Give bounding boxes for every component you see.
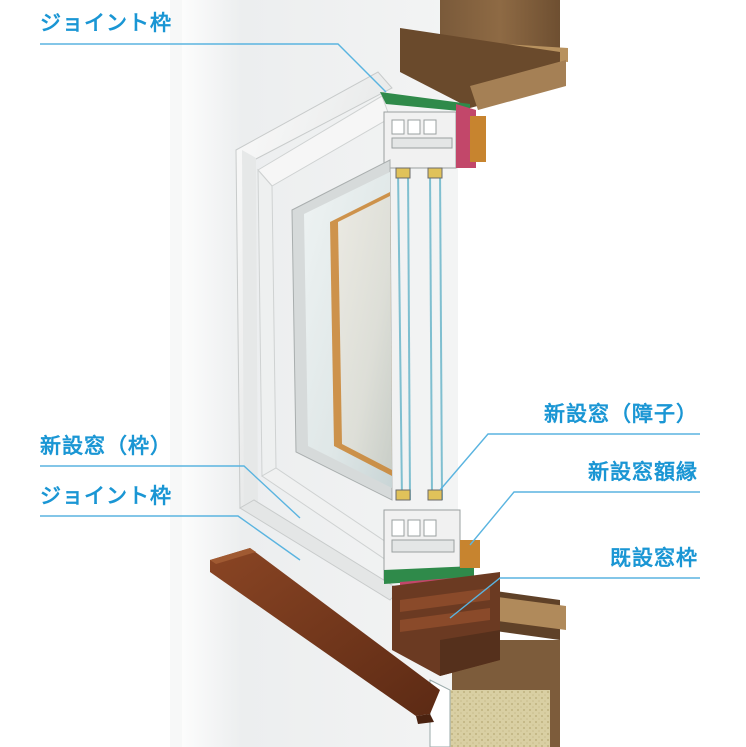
existing-window-frame: [392, 572, 500, 676]
new-window-frame: [257, 92, 486, 594]
label-existing-window-frame: 既設窓枠: [610, 546, 698, 570]
leader-joint-frame-bottom: [40, 515, 301, 561]
leader-existing-window-frame: [449, 577, 700, 619]
leader-new-window-frame: [40, 465, 301, 519]
new-window-sash: [291, 159, 443, 501]
existing-wall-top: [400, 0, 568, 110]
label-new-window-trim: 新設窓額縁: [588, 460, 698, 484]
label-new-window-sash: 新設窓（障子）: [544, 402, 698, 426]
window-sill: [210, 548, 440, 724]
leader-new-window-trim: [469, 491, 700, 546]
joint-frame: [235, 71, 401, 601]
leader-lines: [40, 43, 700, 619]
label-joint-frame-bottom: ジョイント枠: [40, 484, 172, 508]
label-joint-frame-top: ジョイント枠: [40, 11, 172, 35]
leader-joint-frame-top: [40, 43, 387, 93]
leader-new-window-sash: [439, 433, 700, 491]
label-new-window-frame: 新設窓（枠）: [40, 434, 172, 458]
